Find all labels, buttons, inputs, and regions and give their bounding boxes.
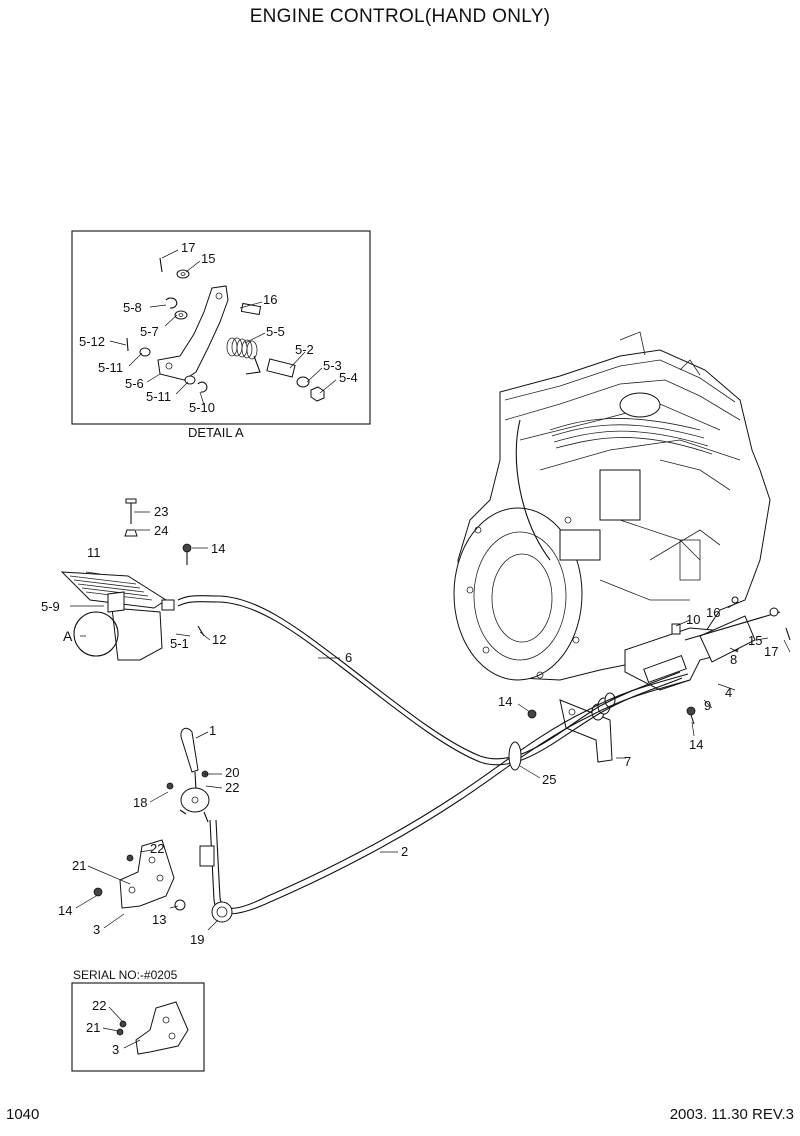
grommet-19: [211, 901, 233, 923]
callout-5-12: 5-12: [79, 334, 105, 349]
callout-5-10: 5-10: [189, 400, 215, 415]
detail-a-panel: 17 15 16 5-8 5-7 5-5 5-12 5-2 5-11 5-3 5…: [71, 230, 371, 440]
callout-4: 4: [725, 685, 732, 700]
cable-bracket-7: [527, 692, 616, 763]
callout-17: 17: [181, 240, 195, 255]
serial-callout-3: 3: [112, 1042, 119, 1057]
detail-a-marker: A: [63, 628, 73, 644]
page-number: 1040: [6, 1106, 40, 1123]
callout-16: 16: [263, 292, 277, 307]
serial-callout-21: 21: [86, 1020, 100, 1035]
callout-19: 19: [190, 932, 204, 947]
callout-5-6: 5-6: [125, 376, 144, 391]
throttle-cables: [177, 595, 691, 923]
hand-lever-bracket: [93, 839, 186, 911]
callout-15: 15: [748, 633, 762, 648]
callout-5-3: 5-3: [323, 358, 342, 373]
detail-a-caption: DETAIL A: [188, 425, 244, 440]
callout-11: 11: [87, 545, 101, 560]
callout-5-5: 5-5: [266, 324, 285, 339]
callout-3: 3: [93, 922, 100, 937]
callout-16: 16: [706, 605, 720, 620]
callout-5-7: 5-7: [140, 324, 159, 339]
callout-21: 21: [72, 858, 86, 873]
callout-20: 20: [225, 765, 239, 780]
engine-assembly: [453, 331, 771, 681]
callout-5-4: 5-4: [339, 370, 358, 385]
return-spring: [226, 337, 261, 375]
pedal-bracket-arm: [157, 285, 229, 381]
callout-2: 2: [401, 844, 408, 859]
callout-5-8: 5-8: [123, 300, 142, 315]
callout-10: 10: [686, 612, 700, 627]
grommet-25: [508, 741, 522, 771]
callout-5-9: 5-9: [41, 599, 60, 614]
callout-9: 9: [704, 698, 711, 713]
callout-5-11-left: 5-11: [98, 360, 123, 375]
lever-knob: [180, 727, 199, 773]
callout-13: 13: [152, 912, 166, 927]
revision-date: 2003. 11.30 REV.3: [669, 1106, 794, 1123]
callout-18: 18: [133, 795, 147, 810]
callout-14-top: 14: [211, 541, 225, 556]
engine-cable-bracket: [624, 596, 791, 725]
callout-14-right: 14: [689, 737, 703, 752]
callout-23: 23: [154, 504, 168, 519]
callout-22-lower: 22: [150, 841, 164, 856]
serial-variant-panel: SERIAL NO:-#0205 22 21 3: [71, 968, 205, 1072]
hand-throttle-lever: [166, 727, 210, 823]
accelerator-pedal-assembly: [60, 498, 205, 661]
callout-1: 1: [209, 723, 216, 738]
callout-8: 8: [730, 652, 737, 667]
serial-callout-22: 22: [92, 998, 106, 1013]
callout-17: 17: [764, 644, 778, 659]
page-title: ENGINE CONTROL(HAND ONLY): [249, 6, 551, 27]
callout-25: 25: [542, 772, 556, 787]
callout-24: 24: [154, 523, 168, 538]
callout-5-2: 5-2: [295, 342, 314, 357]
pedal-plate: [60, 571, 167, 609]
flywheel-housing: [453, 507, 583, 681]
callout-5-11-right: 5-11: [146, 389, 171, 404]
callout-7: 7: [624, 754, 631, 769]
detail-a-marker-circle: [73, 611, 119, 657]
callout-22-upper: 22: [225, 780, 239, 795]
serial-caption: SERIAL NO:-#0205: [73, 968, 178, 982]
callout-12: 12: [212, 632, 226, 647]
callout-5-1: 5-1: [170, 636, 189, 651]
callout-6: 6: [345, 650, 352, 665]
callout-15: 15: [201, 251, 215, 266]
callout-14-lower: 14: [58, 903, 72, 918]
callout-14-mid: 14: [498, 694, 512, 709]
